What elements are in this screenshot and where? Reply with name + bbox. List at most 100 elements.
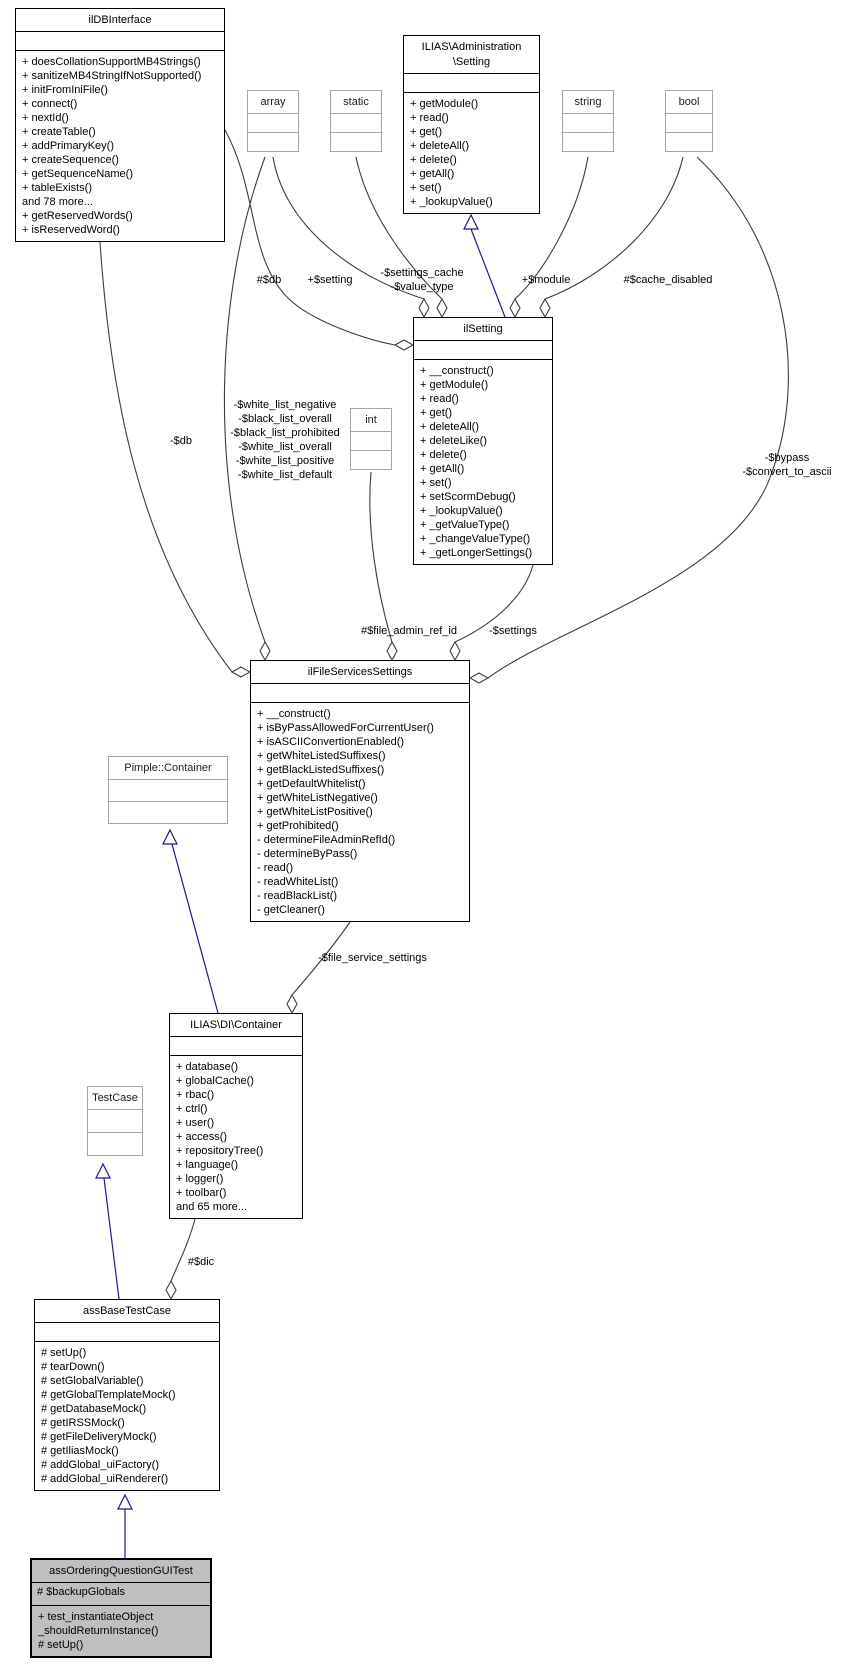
edge-label-module: +$module (521, 274, 571, 286)
text-line: + deleteLike() (420, 435, 487, 447)
edge-label-file-admin-ref-id: #$file_admin_ref_id (360, 625, 457, 637)
text-line: + getBlackListedSuffixes() (257, 764, 385, 776)
text-line: + tableExists() (22, 182, 92, 194)
class-title[interactable]: ILIAS\DI\Container (190, 1019, 282, 1031)
edge-label-settings: -$settings (489, 625, 537, 637)
text-line: + _getLongerSettings() (420, 547, 533, 559)
text-line: + get() (420, 407, 453, 419)
text-line: -$value_type (390, 281, 454, 293)
text-line: + initFromIniFile() (22, 84, 108, 96)
text-line: + globalCache() (176, 1075, 254, 1087)
text-line: + getAll() (410, 168, 455, 180)
diamond-ilsetting-settings-cache (436, 297, 448, 319)
class-methods-empty (666, 132, 712, 151)
class-title-line2: \Setting (452, 56, 491, 68)
class-methods-empty (331, 132, 381, 151)
text-line: # tearDown() (41, 1361, 105, 1373)
diamond-assbase-dic (165, 1279, 177, 1301)
text-line: # addGlobal_uiFactory() (41, 1459, 160, 1471)
text-line: # getIliasMock() (41, 1445, 119, 1457)
diamond-filesettings-whitelist (259, 640, 271, 662)
text-line: + getWhiteListNegative() (257, 792, 378, 804)
text-line: -$white_list_overall (238, 441, 332, 453)
edge-int-filesettings (369, 471, 393, 643)
diamond-filesettings-db (230, 666, 252, 678)
class-ilsetting[interactable]: ilSetting + __construct()+ getModule()+ … (413, 317, 553, 565)
text-line: + access() (176, 1131, 228, 1143)
text-line: and 78 more... (22, 196, 93, 208)
class-int: int (350, 408, 392, 470)
class-static: static (330, 90, 382, 152)
class-title: assOrderingQuestionGUITest (49, 1565, 193, 1577)
text-line: -$settings_cache (380, 267, 464, 279)
class-methods-empty (248, 132, 298, 151)
edge-assbase-extends-testcase (103, 1177, 120, 1300)
edge-filesettings-dic (291, 921, 351, 996)
text-line: _shouldReturnInstance() (38, 1625, 159, 1637)
class-attributes-empty (563, 113, 613, 132)
text-line: + getModule() (410, 98, 479, 110)
text-line: + database() (176, 1061, 239, 1073)
text-line: + getProhibited() (257, 820, 339, 832)
class-attributes-empty (35, 1322, 219, 1341)
inheritance-arrow-pimple (162, 828, 178, 845)
class-ilias-di-container[interactable]: ILIAS\DI\Container + database() + globalC… (169, 1013, 303, 1219)
text-line: + getModule() (420, 379, 489, 391)
class-bool: bool (665, 90, 713, 152)
class-ildbinterface[interactable]: ilDBInterface + doesCollationSupportMB4S… (15, 8, 225, 242)
class-title: int (365, 414, 377, 426)
text-line: -$white_list_default (237, 469, 333, 481)
class-pimple-container: Pimple::Container (108, 756, 228, 824)
text-line: + get() (410, 126, 443, 138)
text-line: - read() (257, 862, 294, 874)
class-title: Pimple::Container (124, 762, 212, 774)
edge-array-filesettings (223, 156, 266, 643)
text-line: - readWhiteList() (257, 876, 339, 888)
text-line: + test_instantiateObject (38, 1611, 154, 1623)
text-line: # addGlobal_uiRenderer() (41, 1473, 169, 1485)
class-methods: + doesCollationSupportMB4Strings()+ sani… (16, 50, 224, 241)
edge-ilsetting-extends-setting (470, 228, 506, 318)
edge-static-ilsetting (355, 156, 443, 300)
class-array: array (247, 90, 299, 152)
text-line: + ctrl() (176, 1103, 208, 1115)
text-line: + _lookupValue() (420, 505, 503, 517)
text-line: -$bypass (764, 452, 810, 464)
class-title[interactable]: assBaseTestCase (82, 1305, 172, 1317)
text-line: -$white_list_negative (233, 399, 337, 411)
edge-bool-ilsetting (544, 156, 684, 300)
edge-array-ilsetting (272, 156, 425, 300)
text-line: + isReservedWord() (22, 224, 120, 236)
text-line: + read() (420, 393, 459, 405)
diamond-ilsetting-db (393, 339, 415, 351)
class-assbasetestcase[interactable]: assBaseTestCase # setUp()# tearDown()# s… (34, 1299, 220, 1491)
class-methods-empty (109, 801, 227, 823)
class-methods: + database()+ globalCache()+ rbac()+ ctr… (170, 1055, 302, 1218)
text-line: + delete() (410, 154, 457, 166)
class-string: string (562, 90, 614, 152)
edge-label-bypass: -$bypass-$convert_to_ascii (712, 451, 855, 479)
text-line: # getGlobalTemplateMock() (41, 1389, 176, 1401)
text-line: + getAll() (420, 463, 465, 475)
edge-label-settings-cache: -$settings_cache -$value_type (361, 266, 483, 294)
text-line: + doesCollationSupportMB4Strings() (22, 56, 201, 68)
text-line: and 65 more... (176, 1201, 247, 1213)
class-title[interactable]: ILIAS\Administration \Setting (404, 36, 539, 73)
text-line: + getWhiteListedSuffixes() (257, 750, 386, 762)
edge-label-setting: +$setting (307, 274, 353, 286)
class-title[interactable]: ilFileServicesSettings (307, 666, 413, 678)
class-ilfileservicessettings[interactable]: ilFileServicesSettings + __construct()+ … (250, 660, 470, 922)
class-title-line1: ILIAS\Administration (421, 41, 522, 53)
text-line: + addPrimaryKey() (22, 140, 115, 152)
text-line: + nextId() (22, 112, 69, 124)
class-title[interactable]: ilDBInterface (88, 14, 152, 26)
class-ilias-administration-setting[interactable]: ILIAS\Administration \Setting + getModul… (403, 35, 540, 214)
class-methods-empty (563, 132, 613, 151)
text-line: + _changeValueType() (420, 533, 531, 545)
text-line: + delete() (420, 449, 467, 461)
class-testcase: TestCase (87, 1086, 143, 1156)
class-attributes: # $backupGlobals (32, 1582, 210, 1605)
class-title[interactable]: ilSetting (463, 323, 503, 335)
